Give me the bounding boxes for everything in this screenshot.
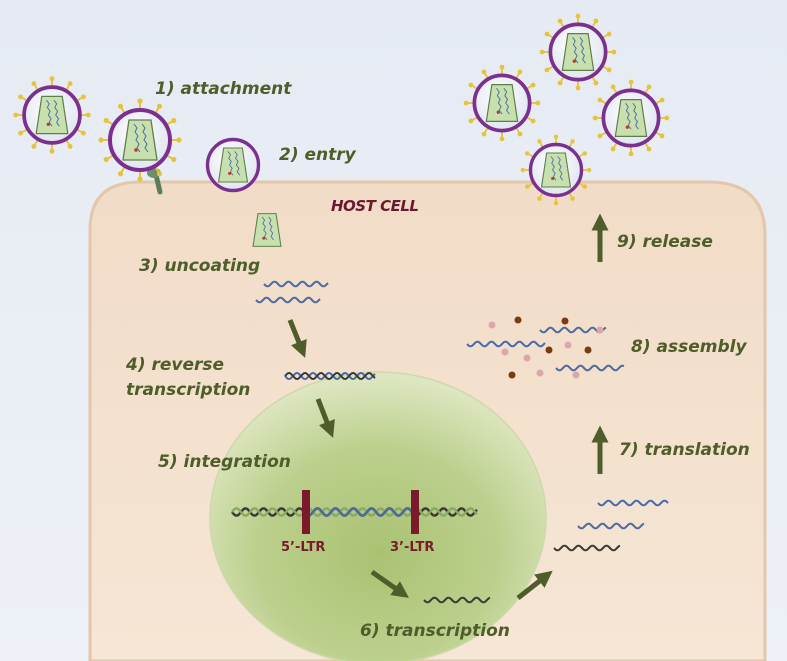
- nucleus: [209, 371, 547, 661]
- step-translation-label: 7) translation: [619, 440, 750, 460]
- genomic-rna: [597, 499, 669, 507]
- step-release-label: 9) release: [617, 232, 713, 252]
- virion-budding: [520, 134, 592, 206]
- ltr-3-mark: [411, 490, 419, 534]
- viral-rna: [263, 280, 329, 288]
- arrow-to-transcription: [370, 569, 409, 598]
- step-transcription-label: 6) transcription: [360, 621, 510, 641]
- genomic-rna: [577, 522, 645, 530]
- virion-released: [539, 13, 617, 91]
- viral-protein: [488, 316, 604, 379]
- ltr-3-label: 3’-LTR: [390, 540, 435, 555]
- arrow-to-translation: [516, 570, 553, 600]
- host-dna: [231, 507, 478, 517]
- virion-released: [592, 79, 670, 157]
- step-uncoating-label: 3) uncoating: [139, 256, 261, 276]
- step-entry-label: 2) entry: [279, 145, 356, 165]
- viral-dna: [284, 371, 376, 381]
- step-assembly-label: 8) assembly: [631, 337, 747, 357]
- mrna-nuclear: [423, 596, 491, 604]
- step-reverse-transcription-label-line2: transcription: [126, 380, 251, 400]
- arrow-to-integration: [315, 398, 335, 438]
- uncoated-capsid: [252, 213, 282, 247]
- ltr-5-mark: [302, 490, 310, 534]
- step-reverse-transcription-label-line1: 4) reverse: [126, 355, 225, 375]
- viral-rna: [255, 296, 321, 304]
- arrow-to-reverse-transcription: [287, 319, 307, 358]
- assembly-components: [466, 316, 625, 379]
- virion-entering: [205, 137, 261, 193]
- host-cell-label: HOST CELL: [331, 197, 419, 215]
- virion-attaching: [98, 98, 182, 182]
- virion-free: [13, 76, 91, 154]
- ltr-5-label: 5’-LTR: [281, 540, 326, 555]
- step-attachment-label: 1) attachment: [155, 79, 292, 99]
- virion-released: [463, 64, 541, 142]
- mrna-cytoplasm: [553, 544, 621, 552]
- step-integration-label: 5) integration: [158, 452, 291, 472]
